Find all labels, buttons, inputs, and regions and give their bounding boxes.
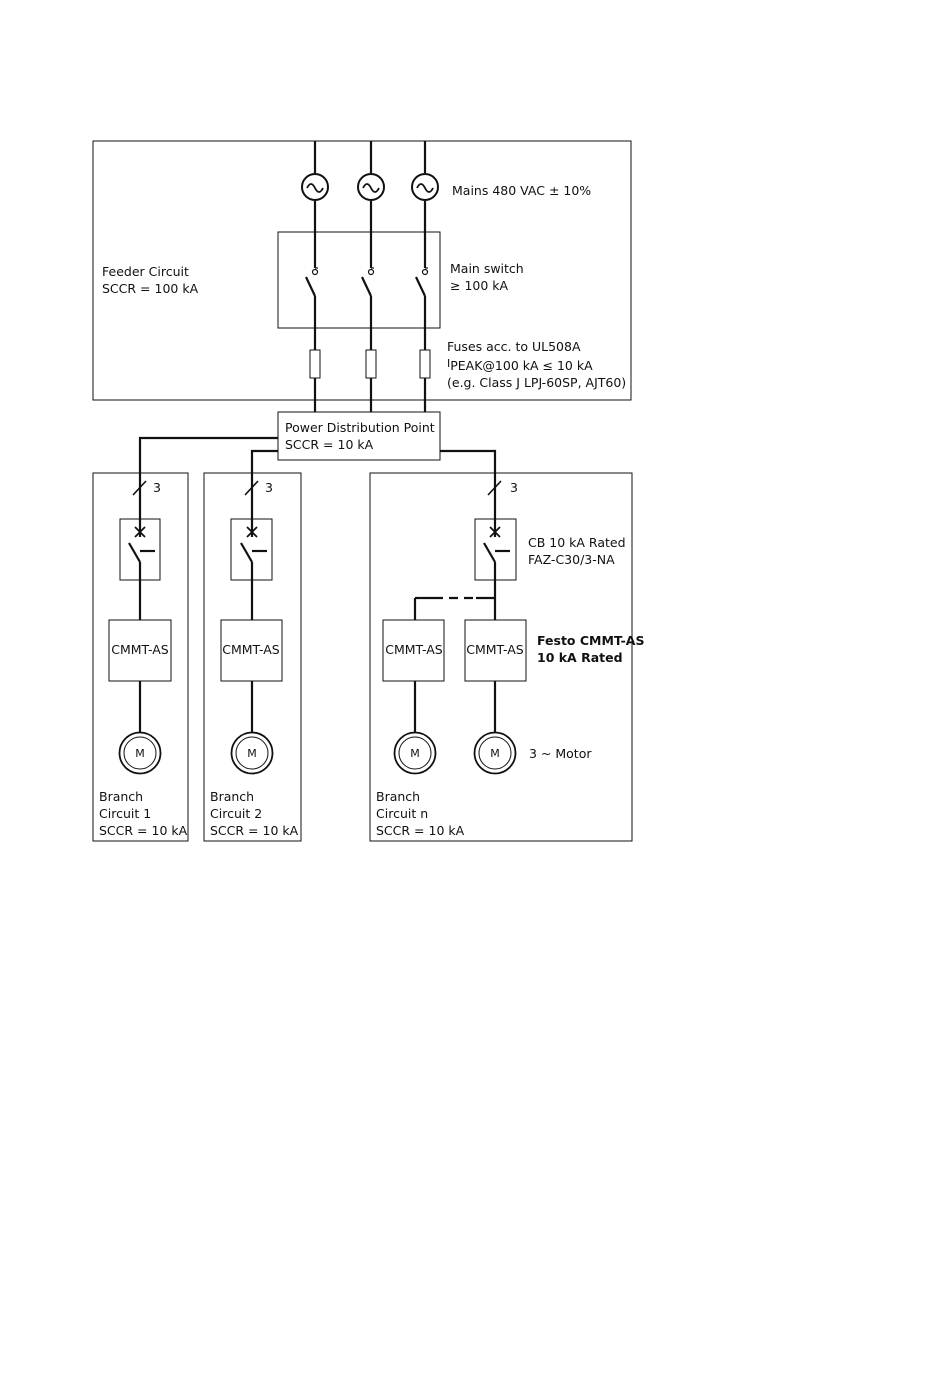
feeder-label-2: SCCR = 100 kA bbox=[102, 281, 199, 296]
branch-1-label-2: Circuit 1 bbox=[99, 806, 151, 821]
motor-symbol: M bbox=[135, 747, 145, 760]
conductor-count-2: 3 bbox=[265, 480, 273, 495]
feeder-circuit-box bbox=[92, 140, 632, 401]
conductor-count-n: 3 bbox=[510, 480, 518, 495]
fuses-label-3: (e.g. Class J LPJ-60SP, AJT60) bbox=[447, 375, 626, 390]
branch-circuit-2-box bbox=[203, 472, 302, 842]
fuse-icon bbox=[365, 349, 377, 379]
switch-contact-icon bbox=[415, 267, 429, 297]
drive-label: CMMT-AS bbox=[466, 642, 524, 657]
mains-label: Mains 480 VAC ± 10% bbox=[452, 183, 591, 198]
motor-icon bbox=[230, 731, 274, 775]
festo-label-1: Festo CMMT-AS bbox=[537, 633, 644, 648]
drive-label: CMMT-AS bbox=[111, 642, 169, 657]
fuses-label-1: Fuses acc. to UL508A bbox=[447, 339, 581, 354]
main-switch-label-2: ≥ 100 kA bbox=[450, 278, 509, 293]
motor-icon bbox=[393, 731, 437, 775]
circuit-breaker-icon bbox=[474, 518, 517, 620]
branch-circuit-n-box bbox=[369, 472, 633, 842]
motor-symbol: M bbox=[490, 747, 500, 760]
branch-n-label-3: SCCR = 10 kA bbox=[376, 823, 465, 838]
branch-1-label-1: Branch bbox=[99, 789, 143, 804]
cb-label-2: FAZ-C30/3-NA bbox=[528, 552, 615, 567]
motor-label: 3 ~ Motor bbox=[529, 746, 592, 761]
motor-symbol: M bbox=[247, 747, 257, 760]
fuse-icon bbox=[419, 349, 431, 379]
conductor-slash-icon bbox=[244, 480, 259, 496]
branch-2-label-2: Circuit 2 bbox=[210, 806, 262, 821]
branch-n-label-2: Circuit n bbox=[376, 806, 428, 821]
switch-contact-icon bbox=[361, 267, 375, 297]
fuses-label-2: IPEAK@100 kA ≤ 10 kA bbox=[447, 357, 593, 373]
fuse-icon bbox=[309, 349, 321, 379]
main-switch-box bbox=[277, 231, 441, 329]
pdp-label-2: SCCR = 10 kA bbox=[285, 437, 374, 452]
circuit-breaker-icon bbox=[119, 518, 161, 620]
ac-source-icon bbox=[301, 173, 329, 201]
branch-2-label-3: SCCR = 10 kA bbox=[210, 823, 299, 838]
branch-feed-lines bbox=[138, 436, 497, 520]
drive-label: CMMT-AS bbox=[222, 642, 280, 657]
branch-circuit-1-box bbox=[92, 472, 189, 842]
festo-label-2: 10 kA Rated bbox=[537, 650, 623, 665]
ac-source-icon bbox=[411, 173, 439, 201]
conductor-slash-icon bbox=[132, 480, 147, 496]
switch-contact-icon bbox=[305, 267, 319, 297]
circuit-breaker-icon bbox=[230, 518, 273, 620]
motor-symbol: M bbox=[410, 747, 420, 760]
branch-2-label-1: Branch bbox=[210, 789, 254, 804]
branch-n-label-1: Branch bbox=[376, 789, 420, 804]
motor-icon bbox=[473, 731, 517, 775]
branch-1-label-3: SCCR = 10 kA bbox=[99, 823, 188, 838]
cb-label-1: CB 10 kA Rated bbox=[528, 535, 626, 550]
conductor-slash-icon bbox=[487, 480, 502, 496]
pdp-label-1: Power Distribution Point bbox=[285, 420, 435, 435]
main-switch-label-1: Main switch bbox=[450, 261, 524, 276]
motor-feed-lines bbox=[138, 681, 497, 733]
ac-source-icon bbox=[357, 173, 385, 201]
drive-cmmt-as-box bbox=[382, 619, 445, 682]
feeder-label-1: Feeder Circuit bbox=[102, 264, 189, 279]
power-distribution-point-box bbox=[277, 411, 441, 461]
conductor-count-1: 3 bbox=[153, 480, 161, 495]
drive-label: CMMT-AS bbox=[385, 642, 443, 657]
motor-icon bbox=[118, 731, 162, 775]
